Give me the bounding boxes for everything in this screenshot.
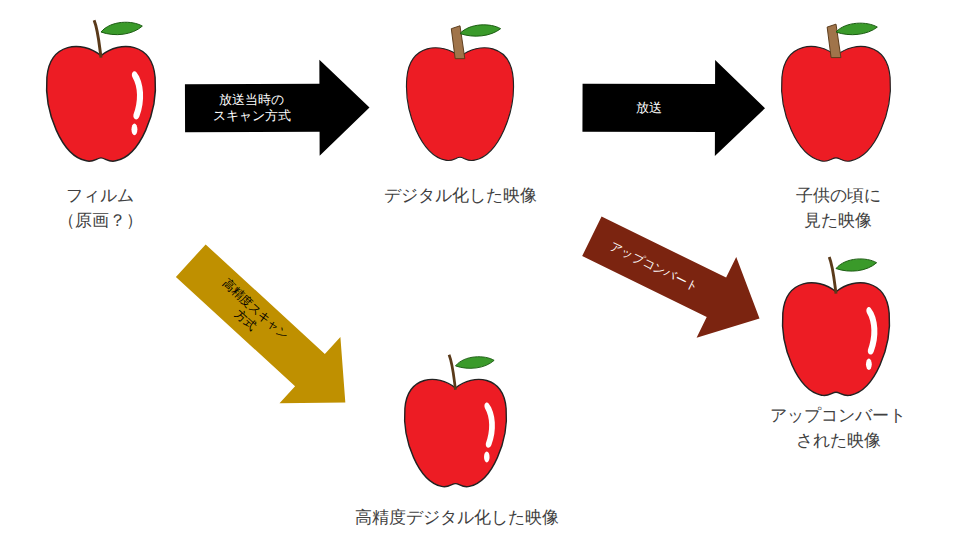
arrow-label: 放送 — [636, 100, 662, 116]
arrow-label: アップコンバート — [608, 239, 701, 295]
block-arrow — [185, 60, 370, 156]
apple-node: デジタル化した映像 — [378, 15, 543, 212]
block-arrow — [582, 216, 759, 337]
upconverted-apple — [783, 257, 890, 396]
apple-node: フィルム （原画？） — [35, 15, 165, 237]
arrow-label: 放送当時の スキャン方式 — [213, 92, 291, 125]
digitized-apple — [407, 25, 514, 161]
apple-node: 高精度デジタル化した映像 — [349, 340, 565, 534]
film-apple — [47, 20, 156, 161]
apple-node: 子供の頃に 見た映像 — [773, 15, 903, 237]
apple-node: アップコンバート された映像 — [764, 265, 912, 457]
node-caption: フィルム （原画？） — [58, 183, 143, 233]
node-caption: 子供の頃に 見た映像 — [796, 183, 881, 233]
node-caption: 高精度デジタル化した映像 — [355, 505, 559, 530]
block-arrow — [582, 60, 765, 156]
hires-apple — [405, 355, 507, 487]
broadcast-apple — [782, 23, 891, 161]
block-arrow — [176, 244, 345, 403]
node-caption: アップコンバート された映像 — [770, 403, 906, 453]
arrow-label: 高精度スキャン 方式 — [209, 276, 291, 355]
node-caption: デジタル化した映像 — [384, 183, 537, 208]
